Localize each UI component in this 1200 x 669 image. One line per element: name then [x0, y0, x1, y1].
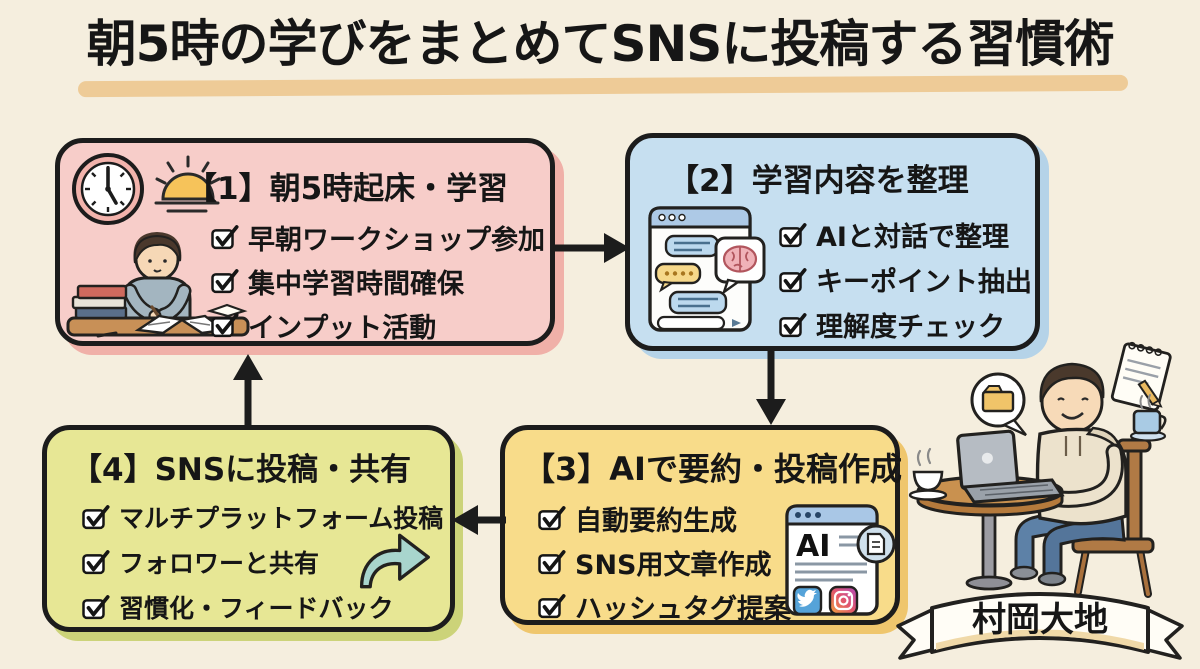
checkbox-icon — [82, 504, 110, 529]
step-4-checklist: マルチプラットフォーム投稿 フォロワーと共有 習慣化・フィードバック — [81, 494, 443, 629]
checklist-label: ハッシュタグ提案 — [575, 593, 791, 625]
folder-speech-bubble-icon — [970, 372, 1027, 437]
notepad-icon — [1110, 341, 1172, 412]
step-4-title: 【4】SNSに投稿・共有 — [71, 452, 412, 488]
flow-arrow-step2-to-step3 — [756, 351, 786, 425]
checkbox-icon — [82, 549, 110, 574]
checklist-label: キーポイント抽出 — [816, 267, 1032, 298]
share-arrow-icon — [359, 533, 430, 589]
ai-chat-icon — [648, 206, 766, 332]
checkbox-icon — [211, 225, 239, 250]
checkbox-icon — [82, 594, 110, 619]
checkbox-icon — [538, 550, 566, 575]
checklist-label: フォロワーと共有 — [119, 548, 320, 578]
checklist-label: 習慣化・フィードバック — [119, 593, 394, 623]
page-title: 朝5時の学びをまとめてSNSに投稿する習慣術 — [86, 15, 1115, 73]
checklist-item: フォロワーと共有 — [81, 539, 443, 584]
step-3-checklist: 自動要約生成 SNS用文章作成 ハッシュタグ提案 — [537, 496, 791, 628]
checklist-label: マルチプラットフォーム投稿 — [119, 503, 444, 533]
checklist-item: 習慣化・フィードバック — [81, 584, 443, 629]
document-icon — [866, 532, 886, 556]
checklist-item: AIと対話で整理 — [778, 212, 1032, 257]
studying-person-illustration — [66, 232, 250, 338]
checklist-label: 理解度チェック — [816, 312, 1005, 343]
step-2-checklist: AIと対話で整理 キーポイント抽出 理解度チェック — [778, 212, 1032, 347]
person-laptop-illustration: 村岡大地 — [896, 341, 1184, 660]
checklist-label: AIと対話で整理 — [816, 222, 1009, 253]
checkbox-icon — [211, 269, 239, 294]
brain-icon — [714, 236, 766, 296]
checklist-item: マルチプラットフォーム投稿 — [81, 494, 443, 539]
step-3-title: 【3】AIで要約・投稿作成 — [523, 450, 902, 488]
clock-icon — [72, 153, 144, 225]
checklist-label: 早朝ワークショップ参加 — [248, 224, 545, 256]
checklist-item: ハッシュタグ提案 — [537, 584, 791, 628]
flow-arrow-step4-to-step1 — [233, 354, 263, 426]
step-box-1: 【1】朝5時起床・学習 — [55, 138, 555, 346]
checkbox-icon — [538, 594, 566, 619]
checkbox-icon — [779, 267, 807, 292]
checklist-label: 自動要約生成 — [575, 505, 737, 537]
checklist-item: 集中学習時間確保 — [210, 259, 545, 303]
checkbox-icon — [211, 313, 239, 338]
checklist-label: SNS用文章作成 — [575, 549, 772, 581]
checklist-item: インプット活動 — [210, 303, 545, 347]
checklist-item: 早朝ワークショップ参加 — [210, 215, 545, 259]
laptop — [956, 429, 1020, 491]
author-ribbon: 村岡大地 — [896, 592, 1184, 660]
checklist-label: インプット活動 — [248, 312, 437, 344]
checklist-item: 理解度チェック — [778, 302, 1032, 347]
checklist-label: 集中学習時間確保 — [248, 268, 464, 300]
step-box-3: 【3】AIで要約・投稿作成 自動要約生成 SNS用文章作成 ハッシュタグ提案 A… — [500, 425, 902, 628]
page-title-area: 朝5時の学びをまとめてSNSに投稿する習慣術 — [0, 14, 1200, 98]
chair — [1071, 438, 1155, 598]
author-name: 村岡大地 — [972, 600, 1108, 640]
checklist-item: 自動要約生成 — [537, 496, 791, 540]
flow-arrow-step1-to-step2 — [552, 233, 630, 263]
step-box-2: 【2】学習内容を整理 AIと対話で — [625, 133, 1040, 351]
ai-browser-icon: AI — [785, 504, 896, 616]
title-highlight — [77, 74, 1129, 98]
step-1-checklist: 早朝ワークショップ参加 集中学習時間確保 インプット活動 — [210, 215, 545, 347]
checkbox-icon — [779, 312, 807, 337]
checklist-item: キーポイント抽出 — [778, 257, 1032, 302]
checklist-item: SNS用文章作成 — [537, 540, 791, 584]
ai-label: AI — [796, 529, 830, 564]
coffee-mug-icon — [1129, 394, 1167, 442]
coffee-cup-icon — [908, 447, 948, 501]
checkbox-icon — [779, 222, 807, 247]
instagram-icon — [828, 585, 859, 616]
checkbox-icon — [538, 506, 566, 531]
step-2-title: 【2】学習内容を整理 — [668, 163, 969, 199]
step-box-4: 【4】SNSに投稿・共有 マルチプラットフォーム投稿 フォロワーと共有 習慣化・… — [42, 425, 455, 632]
flow-arrow-step3-to-step4 — [452, 505, 506, 535]
sunrise-icon — [154, 155, 221, 213]
step-1-title: 【1】朝5時起床・学習 — [186, 171, 509, 207]
twitter-icon — [792, 585, 823, 616]
